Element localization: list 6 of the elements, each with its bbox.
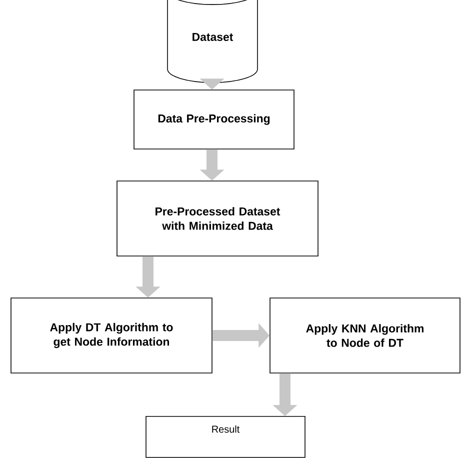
process-box: Apply DT Algorithm to get Node Information [10,298,212,374]
process-box: Pre-Processed Dataset with Minimized Data [116,180,318,256]
process-box: Data Pre-Processing [134,90,294,150]
process-box: Result [146,416,306,458]
process-box: Apply KNN Algorithm to Node of DT [270,298,460,374]
database-cylinder: Dataset [167,0,258,83]
